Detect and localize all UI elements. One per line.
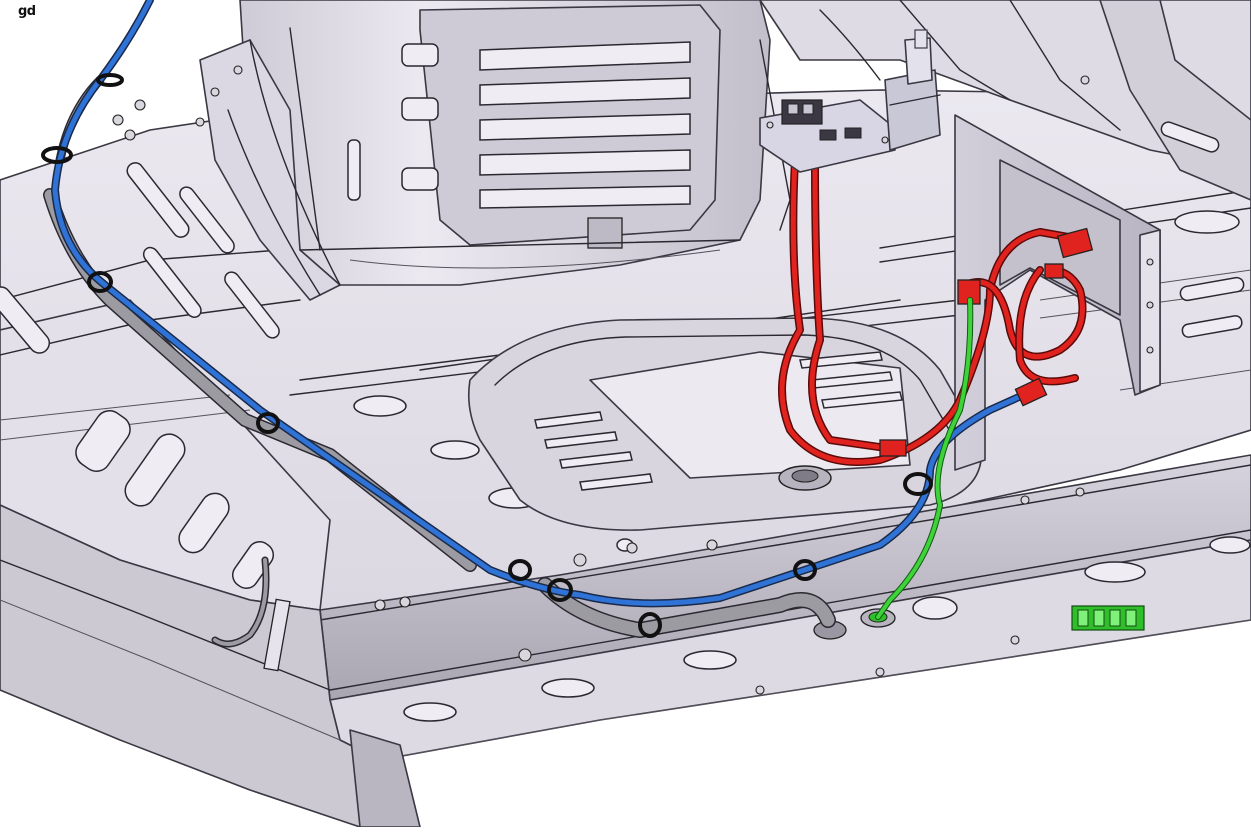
cable-clips xyxy=(41,73,933,638)
floor-slots-left xyxy=(0,162,280,589)
control-module xyxy=(759,99,896,173)
fasteners xyxy=(112,65,1090,695)
grommet xyxy=(813,608,896,640)
red-harness xyxy=(778,156,1094,466)
corner-label: gd xyxy=(18,4,36,19)
tunnel-cover xyxy=(199,0,791,301)
vertical-rod xyxy=(263,598,291,672)
relay-box xyxy=(884,29,941,151)
recessed-pan xyxy=(467,317,983,531)
connector-block xyxy=(1071,605,1145,631)
louver-vents xyxy=(479,41,691,209)
red-connectors xyxy=(879,227,1094,457)
rear-side-panel xyxy=(759,0,1251,338)
green-harness xyxy=(875,297,974,620)
blue-harness xyxy=(41,0,1034,638)
